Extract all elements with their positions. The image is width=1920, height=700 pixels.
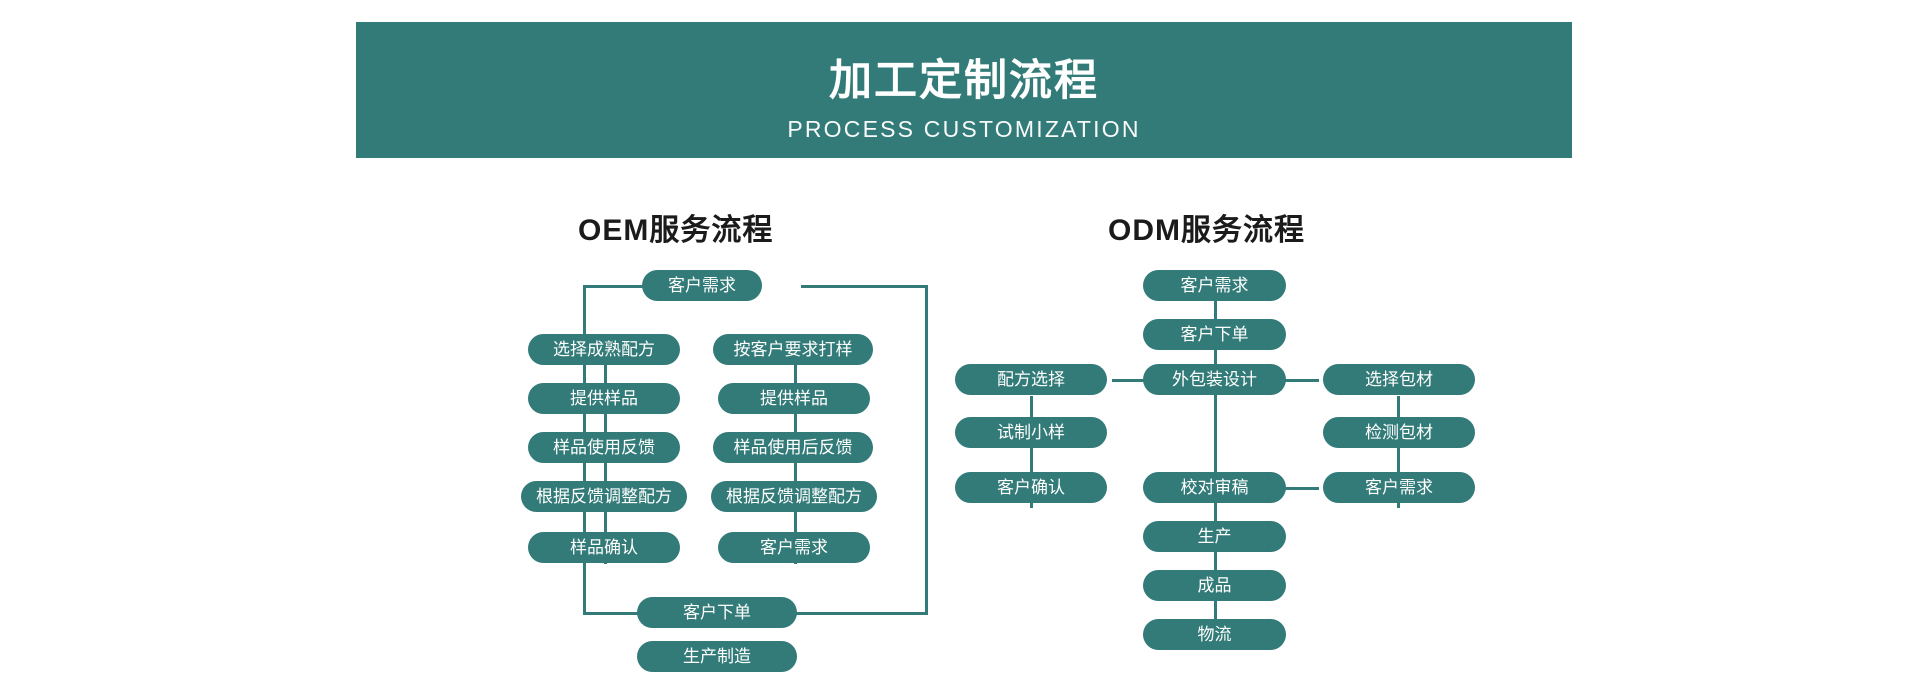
oem-node-left-4[interactable]: 根据反馈调整配方: [521, 481, 687, 512]
odm-node-center-2[interactable]: 客户下单: [1143, 319, 1286, 350]
odm-node-center-1[interactable]: 客户需求: [1143, 270, 1286, 301]
oem-node-right-4[interactable]: 根据反馈调整配方: [711, 481, 877, 512]
page-title: 加工定制流程: [829, 57, 1099, 105]
oem-node-left-3[interactable]: 样品使用反馈: [528, 432, 680, 463]
oem-node-merge[interactable]: 客户下单: [637, 597, 797, 628]
odm-node-left-2[interactable]: 试制小样: [955, 417, 1107, 448]
odm-node-bottom-4[interactable]: 物流: [1143, 619, 1286, 650]
oem-connector-root-right: [801, 285, 928, 288]
oem-node-right-1[interactable]: 按客户要求打样: [713, 334, 873, 365]
oem-node-left-2[interactable]: 提供样品: [528, 383, 680, 414]
odm-connector-right-column: [1397, 396, 1400, 508]
oem-connector-merge-left: [583, 612, 640, 615]
odm-connector-center-spine: [1214, 285, 1217, 650]
odm-node-left-1[interactable]: 配方选择: [955, 364, 1107, 395]
odm-node-right-3[interactable]: 客户需求: [1323, 472, 1475, 503]
page-header-banner: 加工定制流程 PROCESS CUSTOMIZATION: [356, 22, 1572, 158]
odm-node-bottom-2[interactable]: 生产: [1143, 521, 1286, 552]
odm-node-center-3[interactable]: 外包装设计: [1143, 364, 1286, 395]
oem-node-final[interactable]: 生产制造: [637, 641, 797, 672]
odm-node-right-2[interactable]: 检测包材: [1323, 417, 1475, 448]
oem-node-left-5[interactable]: 样品确认: [528, 532, 680, 563]
oem-connector-merge-right: [796, 612, 928, 615]
oem-node-root[interactable]: 客户需求: [642, 270, 762, 301]
odm-connector-left-column: [1030, 396, 1033, 508]
odm-node-bottom-3[interactable]: 成品: [1143, 570, 1286, 601]
oem-node-right-5[interactable]: 客户需求: [718, 532, 870, 563]
oem-node-right-2[interactable]: 提供样品: [718, 383, 870, 414]
oem-section-title: OEM服务流程: [578, 214, 774, 247]
oem-node-right-3[interactable]: 样品使用后反馈: [713, 432, 873, 463]
odm-node-left-3[interactable]: 客户确认: [955, 472, 1107, 503]
odm-section-title: ODM服务流程: [1108, 214, 1305, 247]
odm-node-bottom-1[interactable]: 校对审稿: [1143, 472, 1286, 503]
oem-connector-right-down: [925, 285, 928, 615]
page-subtitle: PROCESS CUSTOMIZATION: [787, 116, 1141, 142]
oem-node-left-1[interactable]: 选择成熟配方: [528, 334, 680, 365]
odm-node-right-1[interactable]: 选择包材: [1323, 364, 1475, 395]
